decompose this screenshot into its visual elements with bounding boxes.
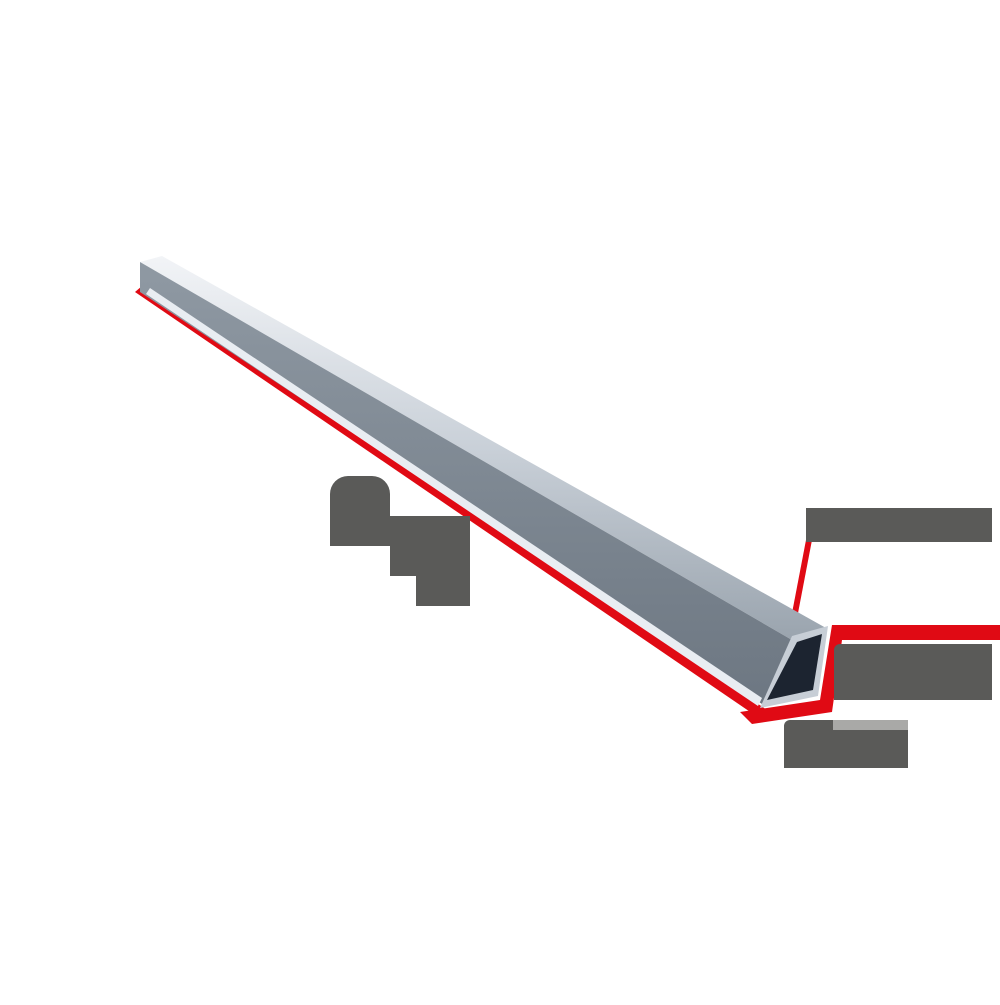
length-label <box>330 476 390 546</box>
tube-top-face <box>140 256 826 640</box>
tube-highlight <box>146 288 762 706</box>
length-label-tail-2 <box>416 576 470 606</box>
wall-thickness-label <box>806 508 992 542</box>
tube-end-hollow <box>767 634 822 700</box>
tube-side-face <box>140 262 792 704</box>
length-dimension-line <box>135 286 770 720</box>
end-dimension-bracket <box>740 625 1000 724</box>
height-label <box>834 644 992 700</box>
width-label-accent <box>833 720 908 730</box>
length-label-tail <box>390 516 470 576</box>
